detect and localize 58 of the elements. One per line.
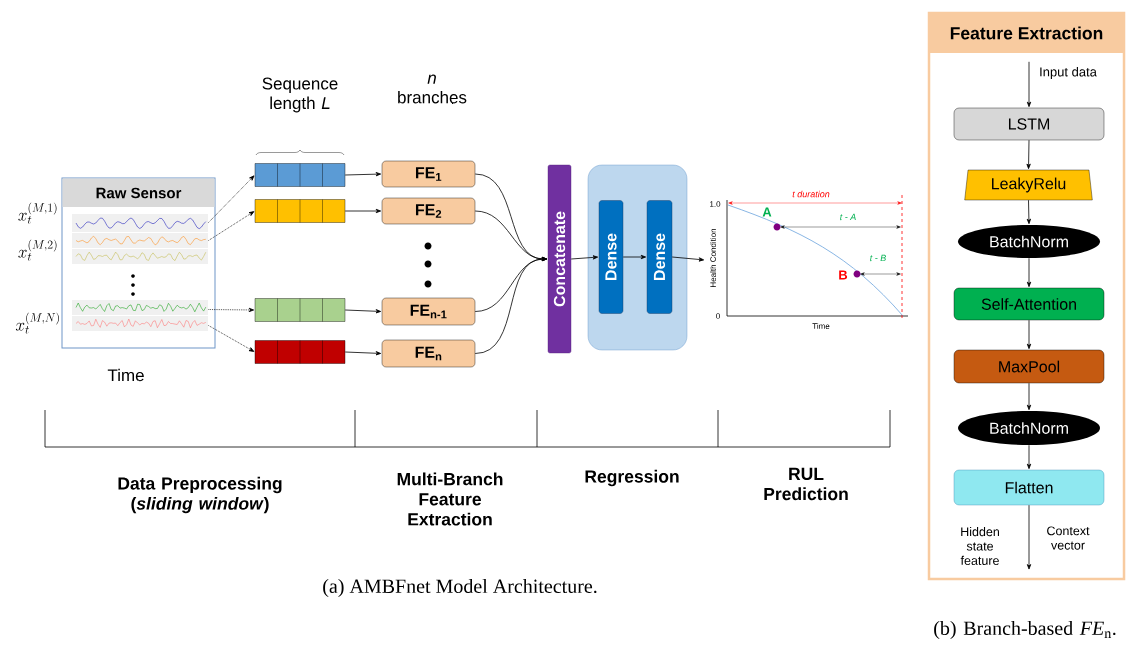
stage-label: Regression [585,469,679,487]
fe-box: FE$_{n-1}$ [381,297,476,326]
node-label: $x_t^{(M,1)}$ [18,202,57,224]
fe-box: FE$_{2}$ [381,197,476,225]
arrow [344,309,382,314]
stage-label: Multi-Branch Feature Extraction [397,472,503,526]
activation-trapezoid: LeakyRelu [964,169,1093,201]
arrow [474,256,548,354]
flatten-box: Flatten [953,469,1105,506]
stage-label: RUL Prediction [764,467,848,501]
attention-box: Self-Attention [953,287,1105,321]
sequence-bar [254,298,346,322]
arrow [344,172,382,177]
arrow [1026,319,1032,350]
arrow [1026,504,1032,570]
arrow [622,254,647,260]
concatenate-bar: Concatenate [547,164,572,354]
arrow [208,325,255,352]
arrow [208,175,255,223]
arrow [1026,139,1031,170]
arrow [671,256,705,262]
point-label: B [839,270,848,280]
axis-title: n branches [398,74,467,104]
arrow [1026,257,1032,288]
arrow [1026,199,1031,225]
caption: (b) Branch-based FE$_{n}$. [934,620,1116,640]
axis-title: t duration [792,190,830,198]
point-label: A [762,207,772,217]
arrow [208,211,255,241]
sequence-bar [254,199,346,223]
axis-title: Health Condition [710,228,716,287]
arrow [1026,61,1032,108]
dimension-label: t - B [870,254,886,262]
arrow [1026,382,1032,411]
output-label: Hidden state feature [960,527,999,565]
arrow [1026,444,1032,470]
node-label: Time [107,368,144,382]
arrow [344,351,382,356]
arrow [344,208,382,214]
sequence-bar [254,163,346,187]
arrow [208,307,255,313]
sequence-bar [254,340,346,364]
arrow [570,255,599,260]
maxpool-box: MaxPool [953,349,1105,384]
dense-layer: Dense [598,200,624,314]
fe-box: FE$_{n}$ [381,339,476,368]
sensor-panel: Raw Sensor $x_t^{(M,1)}$ $x_t^{(M,2)}$ $x_t^{(M,N)}$ Time [15,177,216,382]
dimension-label: t - A [840,213,856,221]
edge-label: Input data [1038,65,1098,81]
dense-layer: Dense [646,200,673,314]
caption: (a) AMBFnet Model Architecture. [323,578,597,598]
node-label: $x_t^{(M,N)}$ [15,312,59,334]
output-label: Context vector [1047,526,1090,550]
axis-title: Sequence length L [262,77,338,113]
stage-label: Data Preprocessing (sliding window) [118,476,282,514]
node-label: $x_t^{(M,2)}$ [18,239,57,261]
fe-box: FE$_{1}$ [381,160,476,188]
lstm-box: LSTM [953,107,1105,141]
